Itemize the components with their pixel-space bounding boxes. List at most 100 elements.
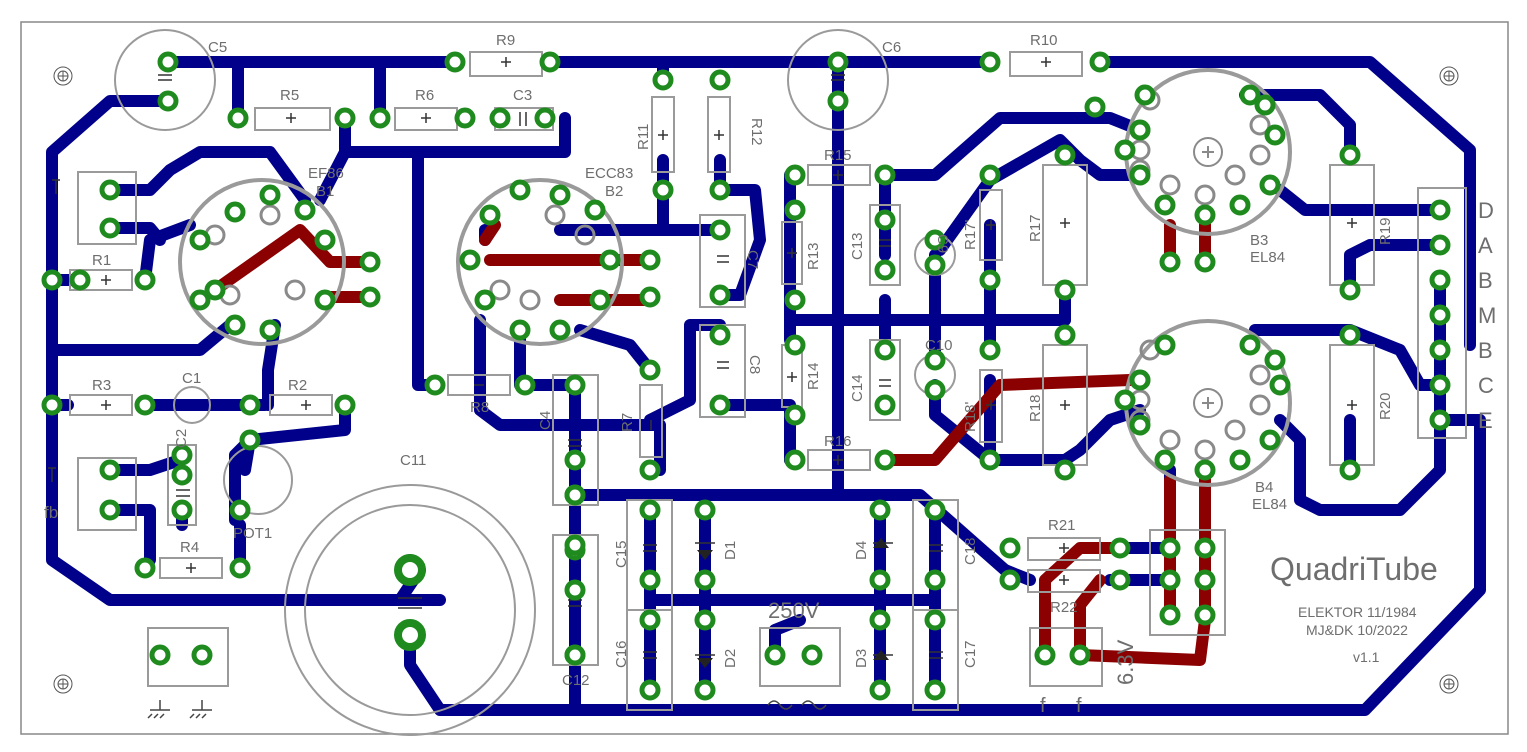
pad (157, 51, 179, 73)
label-r12: R12 (748, 118, 765, 146)
tube-socket-b1 (178, 178, 346, 346)
label-r13: R13 (805, 242, 822, 270)
mount-hole-br (1439, 674, 1459, 694)
pad (827, 51, 849, 73)
label-c17: C17 (962, 640, 979, 668)
pad (171, 499, 193, 521)
pad (924, 379, 946, 401)
label-credit1: ELEKTOR 11/1984 (1298, 604, 1417, 620)
pad (874, 164, 896, 186)
pad (239, 429, 261, 451)
pad (1159, 604, 1181, 626)
pad (1159, 537, 1181, 559)
pad (1429, 234, 1451, 256)
pad (979, 449, 1001, 471)
pad (171, 444, 193, 466)
pad (474, 289, 496, 311)
label-b3-type: EL84 (1250, 249, 1285, 266)
pad (1194, 537, 1216, 559)
label-c3: C3 (513, 87, 532, 104)
label-d2: D2 (722, 649, 739, 668)
pad (694, 679, 716, 701)
silkscreen-labels: R1 R3 R2 R4 R5 R6 R9 R10 R8 R15 R16 R21 … (44, 32, 1438, 717)
pad (1194, 204, 1216, 226)
label-c7: C7 (744, 250, 761, 269)
pad (1134, 84, 1156, 106)
pad (924, 609, 946, 631)
label-c15: C15 (613, 540, 630, 568)
pad (1194, 251, 1216, 273)
pad (1054, 144, 1076, 166)
cap-c6-outline (787, 29, 889, 131)
label-r2: R2 (288, 377, 307, 394)
pad (1154, 449, 1176, 471)
pad (1129, 119, 1151, 141)
pad (41, 269, 63, 291)
pad (1154, 194, 1176, 216)
pad (639, 286, 661, 308)
pad (639, 249, 661, 271)
output-terminal-label: M (1478, 303, 1496, 328)
pad (874, 209, 896, 231)
pad (69, 269, 91, 291)
pad (564, 484, 586, 506)
pad (709, 69, 731, 91)
pad (99, 217, 121, 239)
label-r18b: R18' (962, 401, 979, 432)
label-c16: C16 (613, 640, 630, 668)
label-pot1: POT1 (233, 525, 272, 542)
pad (514, 374, 536, 396)
label-version: v1.1 (1353, 649, 1380, 665)
pad (709, 394, 731, 416)
label-r18: R18 (1027, 394, 1044, 422)
pad (1239, 334, 1261, 356)
pad (784, 449, 806, 471)
pad (652, 69, 674, 91)
pad (1259, 429, 1281, 451)
pad (784, 404, 806, 426)
pad (294, 199, 316, 221)
pad (1429, 269, 1451, 291)
silkscreen-labels-rotated: R11 R12 R13 R14 R7 R17' R17 R18' R18 R19… (173, 118, 1394, 685)
label-r19: R19 (1377, 217, 1394, 245)
pad (869, 679, 891, 701)
pad (1429, 339, 1451, 361)
diode-symbols (697, 538, 889, 668)
pad (1089, 51, 1111, 73)
pad (1339, 279, 1361, 301)
pad (1339, 324, 1361, 346)
pad-c11 (394, 619, 426, 651)
tube-center-marks (1193, 137, 1223, 418)
label-c4: C4 (537, 411, 554, 430)
pad (1429, 304, 1451, 326)
label-c6: C6 (882, 39, 901, 56)
pad (1194, 569, 1216, 591)
pad (1109, 569, 1131, 591)
label-c14: C14 (849, 374, 866, 402)
mounting-holes (53, 66, 1459, 694)
pad (999, 537, 1021, 559)
pad (204, 279, 226, 301)
label-b4: B4 (1255, 479, 1273, 496)
pad (489, 107, 511, 129)
pad (1194, 604, 1216, 626)
mount-hole-tl (53, 66, 73, 86)
pad (509, 319, 531, 341)
pad (564, 534, 586, 556)
label-c11: C11 (400, 452, 426, 469)
pad (189, 289, 211, 311)
pad (191, 644, 213, 666)
pad (639, 499, 661, 521)
label-r17: R17 (1027, 214, 1044, 242)
pad (694, 609, 716, 631)
label-r6: R6 (415, 87, 434, 104)
label-d1: D1 (722, 541, 739, 560)
pad (784, 199, 806, 221)
pad (564, 644, 586, 666)
label-f1: f (1040, 695, 1046, 717)
pad (1229, 449, 1251, 471)
pad (189, 229, 211, 251)
pad (999, 569, 1021, 591)
pad (509, 179, 531, 201)
